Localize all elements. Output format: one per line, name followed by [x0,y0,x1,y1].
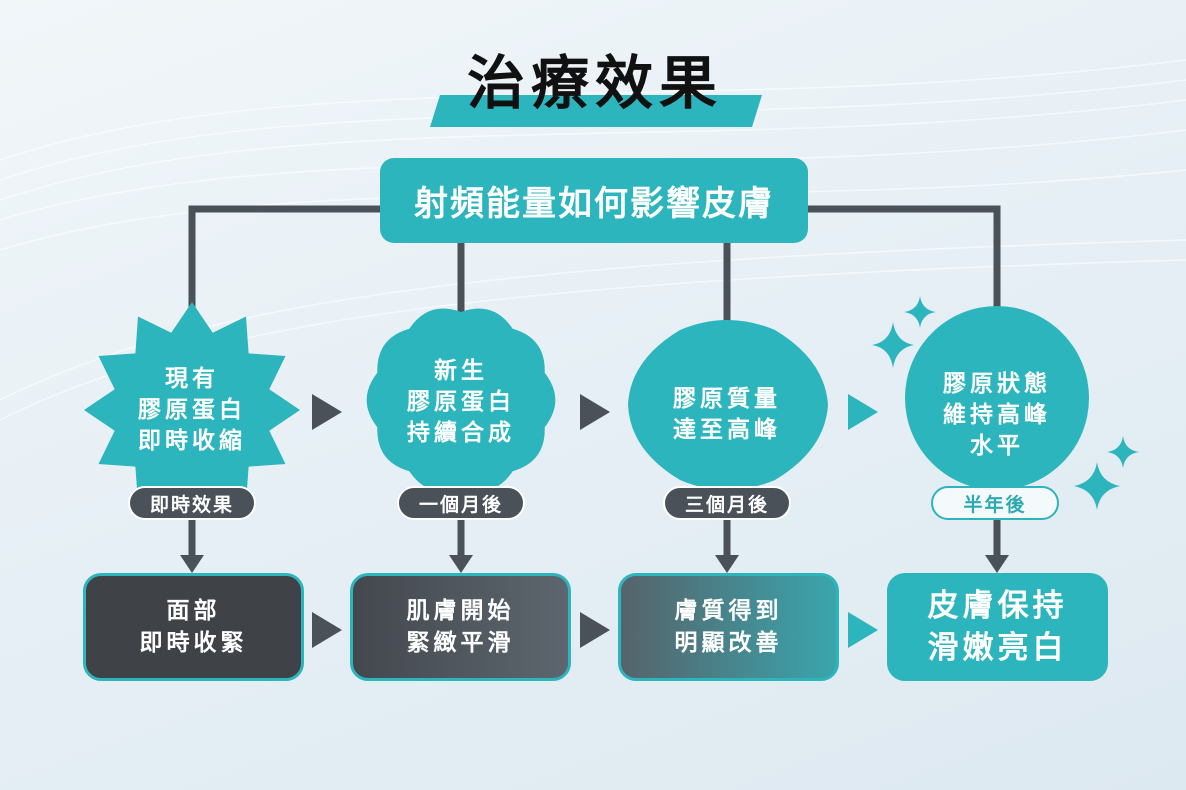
arrow-right-icon [580,612,610,648]
result-box: 面部 即時收緊 [83,573,304,681]
stage-1-text: 現有 膠原蛋白 即時收縮 [138,365,246,454]
arrow-right-icon [312,612,342,648]
title-underline [430,95,762,127]
arrow-down-icon [449,555,473,573]
result-box: 皮膚保持 滑嫩亮白 [887,573,1108,681]
time-badge: 一個月後 [397,486,525,520]
hexagon-blob-shape [628,320,828,490]
connector-lines [188,205,1001,560]
time-badge: 三個月後 [663,486,791,520]
stage-3-text: 膠原質量 達至高峰 [673,386,781,443]
stage-4-text: 膠原狀態 維持高峰 水平 [943,370,1051,459]
arrow-right-icon [848,394,878,430]
arrow-right-icon [312,394,342,430]
sparkle-icon [872,322,914,368]
starburst-shape [84,302,300,518]
down-arrowheads [180,555,1009,573]
sparkle-icon [1074,462,1120,510]
arrow-right-icon [848,612,878,648]
result-box: 膚質得到 明顯改善 [618,573,839,681]
arrow-down-icon [180,555,204,573]
sparkle-icon [1107,436,1139,468]
time-badge: 即時效果 [128,486,256,520]
result-box: 肌膚開始 緊緻平滑 [350,573,571,681]
sparkles [872,296,1139,510]
scalloped-shape [366,308,556,492]
time-badge: 半年後 [931,486,1059,520]
arrow-down-icon [985,555,1009,573]
right-arrows [312,394,878,648]
stage-2-text: 新生 膠原蛋白 持續合成 [407,357,515,446]
arrow-right-icon [580,394,610,430]
root-box: 射頻能量如何影響皮膚 [380,158,808,243]
page-title: 治療效果 [466,49,723,117]
sparkle-icon [904,296,936,328]
circle-shape [905,306,1089,490]
arrow-down-icon [715,555,739,573]
